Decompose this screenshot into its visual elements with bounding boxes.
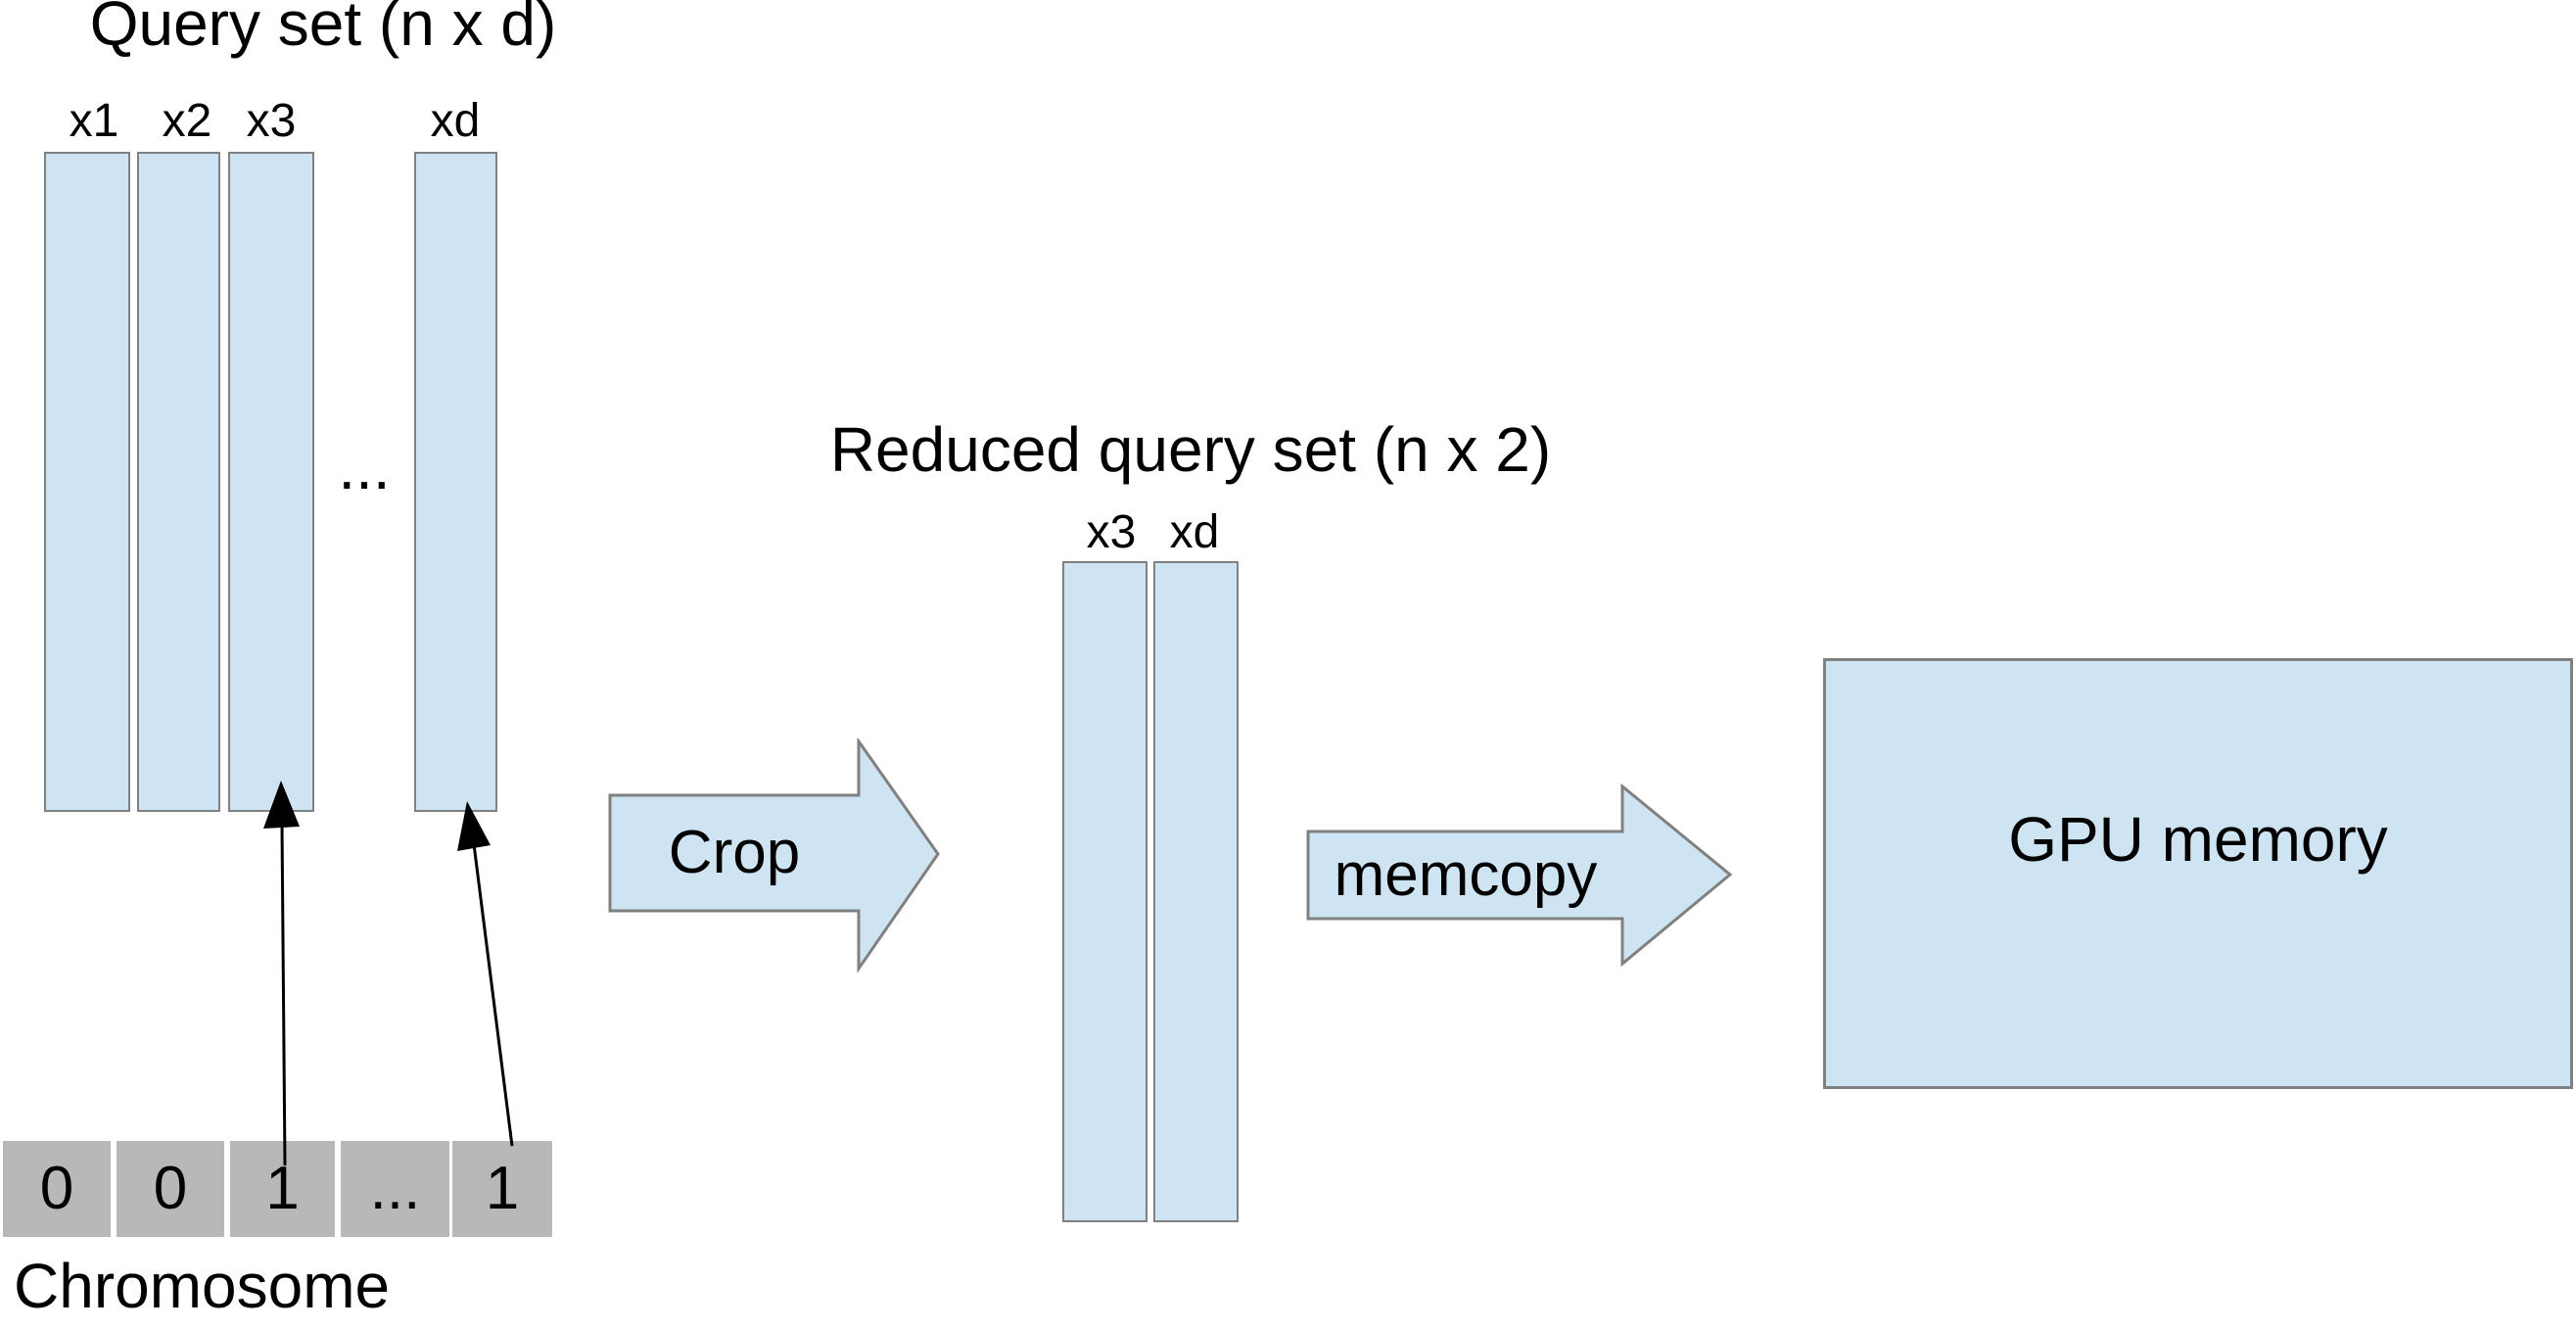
- memcopy-arrow-label: memcopy: [1334, 841, 1598, 909]
- chromosome-cell-5: 1: [452, 1141, 552, 1237]
- query-column-label-x2: x2: [162, 95, 212, 147]
- crop-arrow-label: Crop: [668, 819, 801, 886]
- reduced-query-set-title: Reduced query set (n x 2): [829, 414, 1552, 485]
- query-column-label-xd: xd: [430, 95, 481, 147]
- chromosome-label: Chromosome: [14, 1251, 391, 1321]
- reduced-column-xd: [1153, 561, 1239, 1222]
- reduced-column-label-xd: xd: [1169, 506, 1220, 558]
- chromosome-cell-3: 1: [230, 1141, 335, 1237]
- reduced-column-x3: [1062, 561, 1147, 1222]
- chromosome-cell-2: 0: [117, 1141, 224, 1237]
- query-column-label-x1: x1: [69, 95, 119, 147]
- query-set-title: Query set (n x d): [89, 0, 557, 59]
- query-column-label-x3: x3: [246, 95, 297, 147]
- query-column-xd: [414, 152, 497, 812]
- query-columns-ellipsis: ...: [338, 432, 391, 502]
- query-column-x1: [44, 152, 130, 812]
- reduced-column-label-x3: x3: [1086, 506, 1137, 558]
- gpu-memory-label: GPU memory: [2008, 804, 2388, 875]
- query-column-x2: [137, 152, 220, 812]
- gpu-memory-box: GPU memory: [1823, 658, 2573, 1089]
- chromosome-cell-1: 0: [3, 1141, 111, 1237]
- chromosome-cell-4: ...: [341, 1141, 449, 1237]
- query-column-x3: [228, 152, 314, 812]
